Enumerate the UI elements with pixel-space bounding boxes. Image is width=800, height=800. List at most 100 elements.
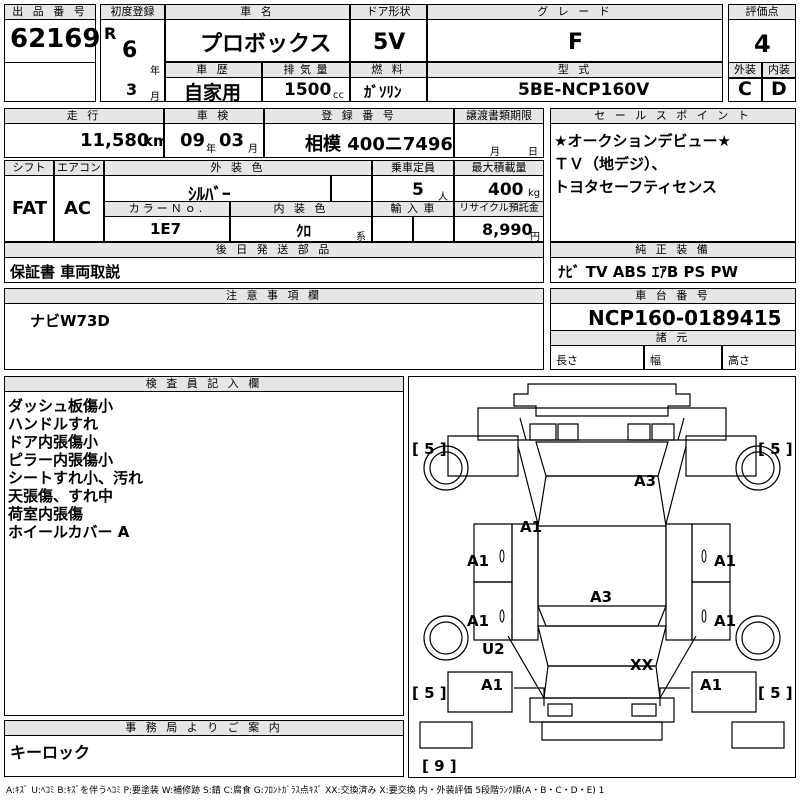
mileage-value: 11,580 xyxy=(80,130,150,151)
reg-label: 初度登録 xyxy=(100,4,165,20)
car-diagram xyxy=(408,376,796,778)
notes-text: ナビW73D xyxy=(30,312,110,330)
insp-month: 03 xyxy=(219,130,245,151)
capacity-unit: 人 xyxy=(438,192,448,203)
history-value: 自家用 xyxy=(184,82,242,104)
inspection-label: 車 検 xyxy=(164,108,264,124)
sales-label: セ ー ル ス ポ イ ン ト xyxy=(550,108,796,124)
int-color-value: ｸﾛ xyxy=(296,222,312,240)
capacity-label: 乗車定員 xyxy=(372,160,454,176)
tire-fr: [ 5 ] xyxy=(758,684,793,702)
disp-value: 1500 xyxy=(284,80,332,100)
door-label: ドア形状 xyxy=(350,4,427,20)
dim-length-box xyxy=(550,345,644,370)
dim-width-label: 幅 xyxy=(650,354,661,367)
int-grade: D xyxy=(771,78,787,100)
inspector-line-8: ホイールカバー A xyxy=(8,523,130,541)
fuel-value: ｶﾞｿﾘﾝ xyxy=(364,83,402,101)
reg-box xyxy=(100,4,165,102)
shift-value: FAT xyxy=(12,198,48,219)
recycle-unit: 円 xyxy=(530,232,540,243)
dim-width-box xyxy=(644,345,722,370)
dim-length-label: 長さ xyxy=(556,354,578,367)
transfer-label: 譲渡書類期限 xyxy=(454,108,544,124)
chassis-number: NCP160-0189415 xyxy=(588,306,782,330)
import-label: 輸 入 車 xyxy=(372,201,454,217)
mark-left-door-front: A1 xyxy=(467,552,490,570)
sales-box xyxy=(550,108,796,242)
sales-line-3: トヨタセーフティセンス xyxy=(554,178,717,196)
reg-month-unit: 月 xyxy=(150,92,160,103)
lot-number: 62169 xyxy=(10,24,101,54)
mark-bonnet: XX xyxy=(630,656,654,674)
recycle-value: 8,990 xyxy=(482,220,533,239)
inspector-line-3: ドア内張傷小 xyxy=(8,433,99,451)
ac-label: エアコン xyxy=(54,160,104,176)
chassis-label: 車 台 番 号 xyxy=(550,288,796,304)
sales-line-1: ★オークションデビュー★ xyxy=(554,132,731,150)
dims-label: 諸 元 xyxy=(550,330,796,346)
mark-left-rocker: U2 xyxy=(482,640,505,658)
load-value: 400 xyxy=(488,180,524,200)
int-label: 内装 xyxy=(762,62,796,78)
color-no-box xyxy=(104,216,230,242)
ac-value: AC xyxy=(64,198,92,219)
mark-right-door-rear: A1 xyxy=(714,612,737,630)
tire-spare: [ 9 ] xyxy=(422,757,457,775)
int-color-box xyxy=(230,216,372,242)
score-label: 評価点 xyxy=(728,4,796,20)
mark-roof-front: A1 xyxy=(520,518,543,536)
load-unit: kg xyxy=(528,188,541,199)
reg-era: R xyxy=(104,24,117,43)
reg-year: 6 xyxy=(122,38,138,63)
car-name: プロボックス xyxy=(200,32,332,57)
mark-rear-right: A3 xyxy=(634,472,657,490)
insp-month-unit: 月 xyxy=(248,144,258,155)
inspector-line-1: ダッシュ板傷小 xyxy=(8,397,114,415)
history-label: 車 歴 xyxy=(165,62,262,78)
ext-color-label: 外 装 色 xyxy=(104,160,372,176)
recycle-box xyxy=(454,216,544,242)
inspector-line-5: シートすれ小、汚れ xyxy=(8,469,144,487)
dim-height-box xyxy=(722,345,796,370)
notes-label: 注 意 事 項 欄 xyxy=(4,288,544,304)
later-label: 後 日 発 送 部 品 xyxy=(4,242,544,258)
inspector-label: 検 査 員 記 入 欄 xyxy=(4,376,404,392)
disp-unit: cc xyxy=(333,90,344,101)
door-type: 5V xyxy=(373,30,406,55)
plate-value: 相模 400ニ7496 xyxy=(305,134,453,155)
recycle-label: リサイクル預託金 xyxy=(454,201,544,217)
import-divider xyxy=(412,216,414,242)
color-no-label: カラーＮｏ. xyxy=(104,201,230,217)
int-color-unit: 系 xyxy=(356,232,366,243)
tire-rl: [ 5 ] xyxy=(412,440,447,458)
car-label: 車 名 xyxy=(165,4,350,20)
legend: A:ｷｽﾞ U:ﾍｺﾐ B:ｷｽﾞを伴うﾍｺﾐ P:要塗装 W:補修跡 S:錆 … xyxy=(6,786,605,796)
mileage-label: 走 行 xyxy=(4,108,164,124)
shift-label: シフト xyxy=(4,160,54,176)
tire-fl: [ 5 ] xyxy=(412,684,447,702)
inspector-line-2: ハンドルすれ xyxy=(8,415,99,433)
later-value: 保証書 車両取説 xyxy=(10,263,121,281)
mark-right-front: A1 xyxy=(700,676,723,694)
grade-value: F xyxy=(568,30,584,55)
mark-roof: A3 xyxy=(590,588,613,606)
transfer-month: 月 xyxy=(490,147,500,158)
color-no-value: 1E7 xyxy=(150,220,182,238)
lot-box-lower xyxy=(4,62,96,102)
mark-left-door-rear: A1 xyxy=(467,612,490,630)
int-box xyxy=(762,78,796,102)
insp-year: 09 xyxy=(180,130,206,151)
ext-label: 外装 xyxy=(728,62,762,78)
later-box xyxy=(4,257,544,283)
transfer-day: 日 xyxy=(528,147,538,158)
equipment-label: 純 正 装 備 xyxy=(550,242,796,258)
mark-right-door-front: A1 xyxy=(714,552,737,570)
ext-color-divider xyxy=(330,176,332,202)
office-text: キーロック xyxy=(10,743,91,762)
lot-label: 出 品 番 号 xyxy=(4,4,96,20)
plate-label: 登 録 番 号 xyxy=(264,108,454,124)
grade-label: グ レ ー ド xyxy=(427,4,723,20)
load-label: 最大積載量 xyxy=(454,160,544,176)
ext-color-value: ｼﾙﾊﾞｰ xyxy=(188,185,231,205)
